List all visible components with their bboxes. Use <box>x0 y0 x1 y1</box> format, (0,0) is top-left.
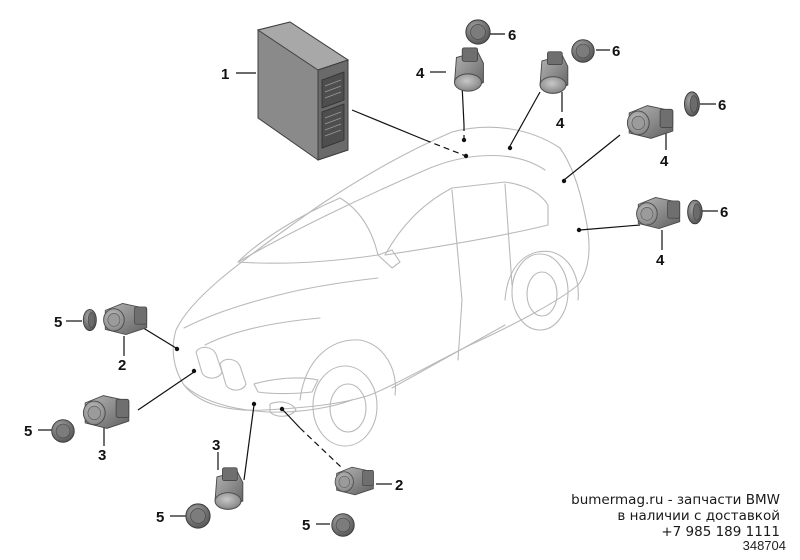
car-fog-area <box>269 401 297 417</box>
car-body <box>172 126 590 411</box>
callout-rear-sensor-a: 4 <box>416 65 425 82</box>
car-front-hub <box>329 383 367 433</box>
callout-rear-sensor-b: 4 <box>556 115 565 132</box>
lead-3b <box>243 404 255 481</box>
lead-4b <box>509 91 541 147</box>
point-rear-sensor-c <box>561 178 567 184</box>
car-door-line-1 <box>451 189 463 361</box>
rear-sensor-part-c <box>626 105 674 139</box>
front-ring-part-b <box>51 419 75 443</box>
callout-front-ring-d: 5 <box>302 517 310 534</box>
watermark-line-1: bumermag.ru - запчасти BMW <box>571 492 780 508</box>
point-front-sensor-left <box>191 368 197 374</box>
callout-front-side-sensor-right: 2 <box>395 477 403 494</box>
lead-2b-car <box>282 409 301 429</box>
front-ring-part-d <box>331 513 355 537</box>
rear-sensor-part-b <box>539 51 569 94</box>
watermark-line-3: +7 985 189 1111 <box>661 524 780 540</box>
car-hood <box>183 277 379 329</box>
car-hood-crease <box>204 317 321 346</box>
car-rear-arch <box>504 250 579 301</box>
lead-4c <box>563 134 621 181</box>
front-sensor-part-left <box>82 395 130 429</box>
callout-rear-ring-d: 6 <box>720 204 728 221</box>
lead-2b-hidden <box>299 427 343 469</box>
callout-rear-ring-c: 6 <box>718 97 726 114</box>
front-side-sensor-part-right <box>334 466 374 496</box>
point-front-sensor-center <box>251 401 257 407</box>
car-outline <box>172 126 590 447</box>
point-rear-sensor-a <box>461 137 467 143</box>
rear-ring-part-b <box>571 39 595 63</box>
point-rear-sensor-b <box>507 145 513 151</box>
lead-1-hidden <box>424 139 467 157</box>
rear-sensor-part-a <box>453 47 485 92</box>
rear-ring-part-c <box>683 91 700 117</box>
car-front-wheel <box>312 365 378 447</box>
front-ring-part-a <box>82 308 97 332</box>
car-grille <box>195 346 247 391</box>
callout-front-ring-a: 5 <box>54 314 62 331</box>
car-bumper <box>183 384 353 413</box>
point-side-sensor-left <box>174 346 180 352</box>
lead-3a <box>137 371 195 411</box>
rear-ring-part-a <box>465 19 491 45</box>
point-control-unit <box>463 153 469 159</box>
callout-rear-ring-a: 6 <box>508 27 516 44</box>
front-sensor-part-center <box>214 467 244 510</box>
callout-rear-sensor-c: 4 <box>660 153 669 170</box>
callout-control-unit: 1 <box>221 66 229 83</box>
point-side-sensor-right <box>279 406 285 412</box>
watermark-line-2: в наличии с доставкой <box>617 508 780 524</box>
car-roof <box>237 154 546 263</box>
car-headlight <box>253 377 319 395</box>
callout-front-sensor-left: 3 <box>98 447 106 464</box>
rear-ring-part-d <box>687 199 703 225</box>
callout-front-sensor-center: 3 <box>212 437 220 454</box>
control-unit-part <box>256 21 350 161</box>
car-windshield <box>237 197 379 264</box>
callout-front-ring-b: 5 <box>24 423 32 440</box>
point-rear-sensor-d <box>576 227 582 233</box>
callout-rear-ring-b: 6 <box>612 43 620 60</box>
watermark: bumermag.ru - запчасти BMW в наличии с д… <box>520 492 780 540</box>
callout-labels: 1 4 4 4 4 6 6 6 6 2 3 3 2 5 5 5 5 <box>24 27 728 534</box>
car-sill <box>391 324 506 389</box>
front-ring-part-c <box>185 503 211 529</box>
lead-1-to-car <box>351 109 426 141</box>
lead-2a <box>139 325 177 349</box>
leader-lines <box>38 33 718 525</box>
car-door-line-2 <box>504 183 513 286</box>
lead-4d <box>579 224 641 231</box>
callout-front-side-sensor-left: 2 <box>118 357 126 374</box>
callout-front-ring-c: 5 <box>156 509 164 526</box>
car-side-windows <box>384 181 549 256</box>
car-rear-hub <box>526 271 558 317</box>
rear-sensor-part-d <box>635 196 681 230</box>
car-front-arch <box>299 339 396 401</box>
car-rear-wheel <box>511 253 569 331</box>
car-mirror <box>377 249 401 269</box>
diagram-number: 348704 <box>742 538 786 553</box>
callout-rear-sensor-d: 4 <box>656 252 665 269</box>
front-side-sensor-part-left <box>103 302 148 336</box>
